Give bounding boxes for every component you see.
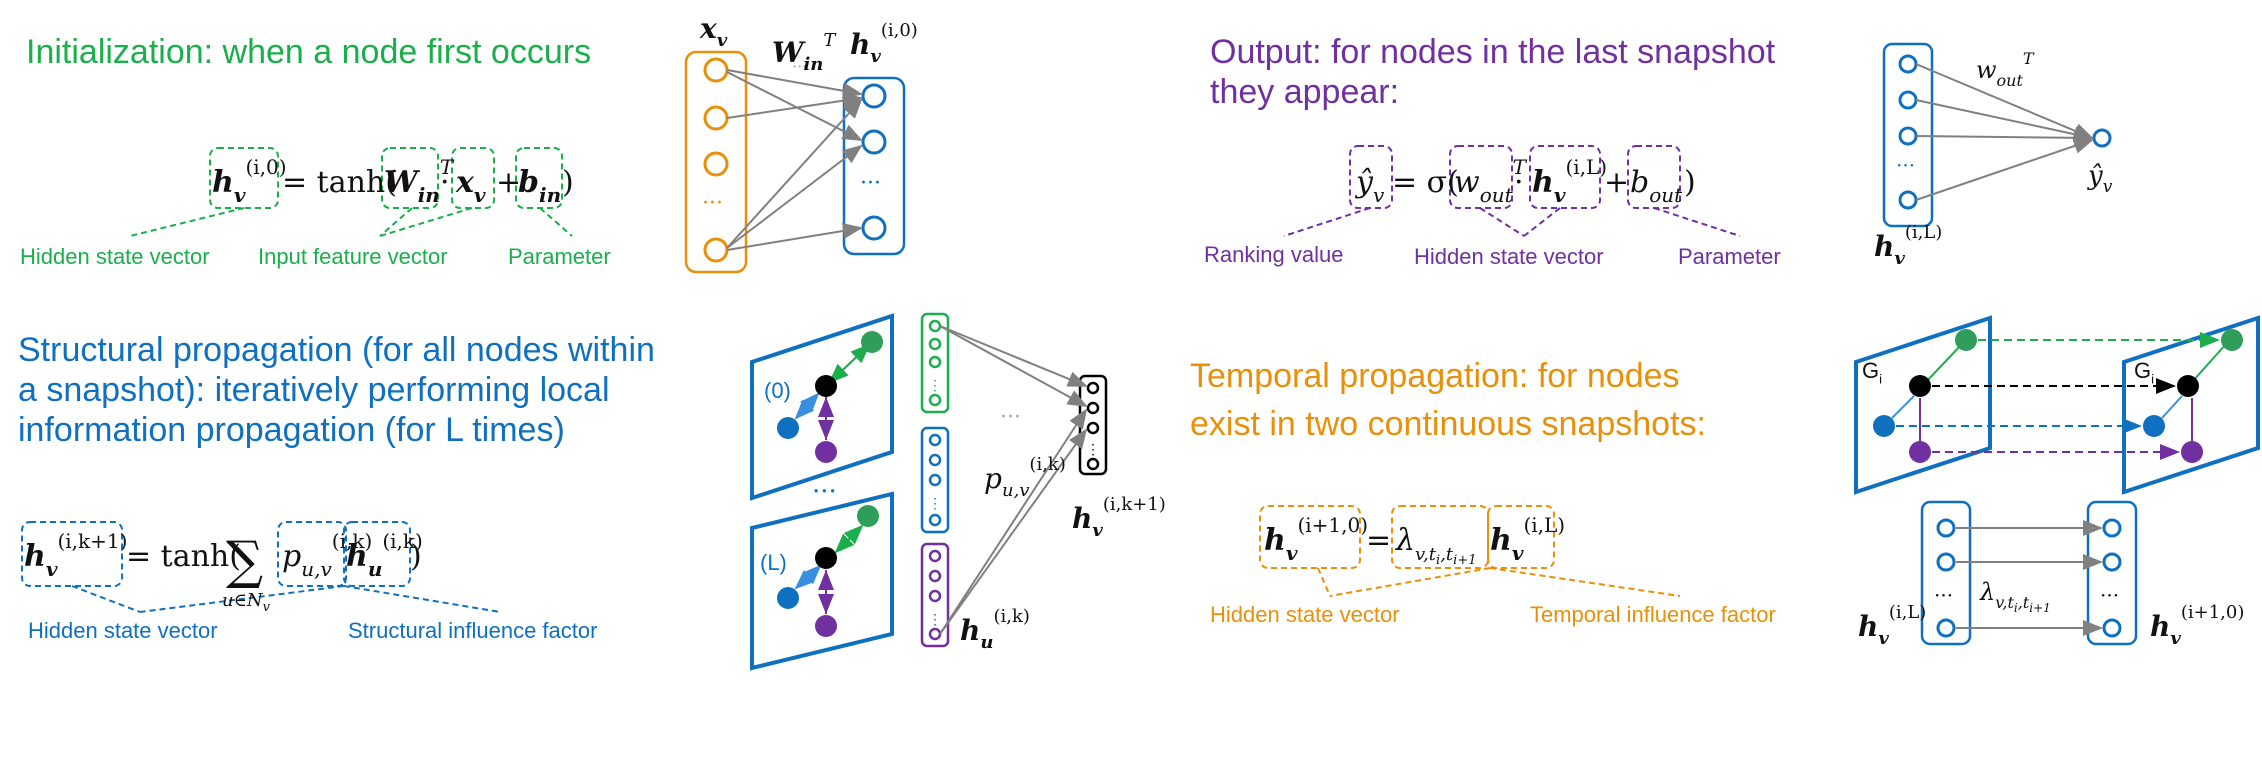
svg-text:hv(i,L): hv(i,L)	[1874, 222, 1942, 269]
temporal-label-influence: Temporal influence factor	[1530, 602, 1776, 627]
svg-text:⋮: ⋮	[928, 378, 942, 394]
svg-text:bin: bin	[518, 165, 561, 207]
temporal-formula: hv(i+1,0) = λv,ti,ti+1 hv(i,L)	[1259, 505, 1681, 597]
structural-label-hidden: Hidden state vector	[28, 618, 218, 643]
svg-text:hv(i,L): hv(i,L)	[1532, 155, 1607, 207]
svg-text:hv(i,k+1): hv(i,k+1)	[1072, 494, 1166, 541]
snapshot-ellipsis: ···	[812, 477, 837, 507]
svg-text:+: +	[1604, 165, 1629, 200]
svg-text:xv: xv	[455, 165, 486, 207]
init-label-hidden: Hidden state vector	[20, 244, 210, 269]
svg-text:hv(i+1,0): hv(i+1,0)	[2150, 602, 2244, 649]
svg-text:ŷv: ŷv	[1354, 165, 1385, 207]
output-label-hidden: Hidden state vector	[1414, 244, 1604, 269]
svg-text:···: ···	[1934, 583, 1953, 607]
structural-formula: hv(i,k+1) = tanh( ∑ u∈Nv pu,v(i,k) hu(i,…	[21, 521, 501, 615]
svg-text:⋮: ⋮	[928, 612, 942, 628]
temporal-label-hidden: Hidden state vector	[1210, 602, 1400, 627]
svg-text:pu,v(i,k): pu,v(i,k)	[984, 454, 1066, 501]
svg-text:): )	[1684, 165, 1696, 200]
svg-text:hv(i,0): hv(i,0)	[850, 20, 918, 67]
output-label-param: Parameter	[1678, 244, 1781, 269]
snapshot-label-L: (L)	[760, 550, 787, 575]
snapshot-label-0: (0)	[764, 378, 791, 403]
output-heading-line2: they appear:	[1210, 73, 1400, 111]
svg-text:⋮: ⋮	[928, 496, 942, 512]
svg-text:···: ···	[860, 171, 881, 196]
svg-text:hv(i+1,0): hv(i+1,0)	[1264, 513, 1368, 565]
svg-text:= σ(: = σ(	[1392, 165, 1459, 200]
svg-text:⋮: ⋮	[1086, 442, 1100, 458]
svg-text:···: ···	[792, 57, 807, 76]
init-heading: Initialization: when a node first occurs	[26, 33, 592, 71]
init-label-param: Parameter	[508, 244, 611, 269]
svg-text:=: =	[1366, 523, 1391, 558]
output-formula: ŷv = σ( woutT · hv(i,L) + bout )	[1283, 145, 1741, 237]
init-label-input: Input feature vector	[258, 244, 448, 269]
graph-label-left: Gi	[1862, 358, 1883, 387]
svg-text:): )	[562, 165, 574, 200]
snapshot-L	[750, 491, 894, 671]
svg-text:bout: bout	[1630, 165, 1683, 207]
init-network: ··· ··· ··· xv WinT hv(i,0)	[684, 12, 918, 274]
structural-label-influence: Structural influence factor	[348, 618, 598, 643]
svg-text:···: ···	[2100, 583, 2119, 607]
svg-text:∑: ∑	[226, 531, 263, 591]
output-heading-line1: Output: for nodes in the last snapshot	[1210, 33, 1776, 71]
temporal-heading-line2: exist in two continuous snapshots:	[1190, 405, 1706, 443]
svg-text:···: ···	[1000, 405, 1021, 430]
temporal-graphs	[1854, 315, 2260, 495]
structural-heading-line1: Structural propagation (for all nodes wi…	[18, 331, 655, 369]
svg-text:λv,ti,ti+1: λv,ti,ti+1	[1979, 578, 2051, 615]
svg-text:hv(i,k+1): hv(i,k+1)	[24, 529, 127, 581]
svg-text:λv,ti,ti+1: λv,ti,ti+1	[1395, 523, 1476, 568]
svg-text:WinT: WinT	[772, 30, 837, 75]
svg-text:·: ·	[1514, 165, 1524, 200]
structural-heading-line3: information propagation (for L times)	[18, 411, 565, 449]
svg-text:·: ·	[440, 165, 450, 200]
temporal-network: ··· ··· λv,ti,ti+1 hv(i,L) hv(i+1,0)	[1858, 500, 2244, 649]
svg-text:xv: xv	[699, 12, 728, 51]
svg-text:): )	[410, 539, 422, 574]
svg-text:= tanh(: = tanh(	[126, 539, 241, 574]
svg-text:= tanh(: = tanh(	[282, 165, 397, 200]
svg-text:hv(i,L): hv(i,L)	[1858, 602, 1926, 649]
snapshot-0	[750, 313, 894, 501]
structural-network: ⋮ ⋮ ⋮ ⋮ ··· pu,v(i,k) hu(i,k) hv(i,k+1)	[920, 312, 1166, 653]
structural-heading-line2: a snapshot): iteratively performing loca…	[18, 371, 610, 409]
svg-text:···: ···	[1896, 153, 1915, 177]
graph-label-right: Gi	[2134, 358, 2155, 387]
svg-text:hu(i,k): hu(i,k)	[960, 606, 1030, 653]
svg-text:hv(i,0): hv(i,0)	[212, 155, 287, 207]
svg-text:woutT: woutT	[1976, 49, 2035, 90]
output-network: ··· woutT ŷv hv(i,L)	[1874, 42, 2113, 269]
svg-text:+: +	[496, 165, 521, 200]
output-label-ranking: Ranking value	[1204, 242, 1344, 267]
svg-text:···: ···	[702, 191, 723, 216]
svg-text:u∈Nv: u∈Nv	[222, 590, 271, 615]
temporal-heading-line1: Temporal propagation: for nodes	[1190, 357, 1680, 395]
init-formula: hv(i,0) = tanh( WinT · xv + bin )	[129, 147, 574, 237]
svg-text:ŷv: ŷv	[2087, 161, 2113, 197]
